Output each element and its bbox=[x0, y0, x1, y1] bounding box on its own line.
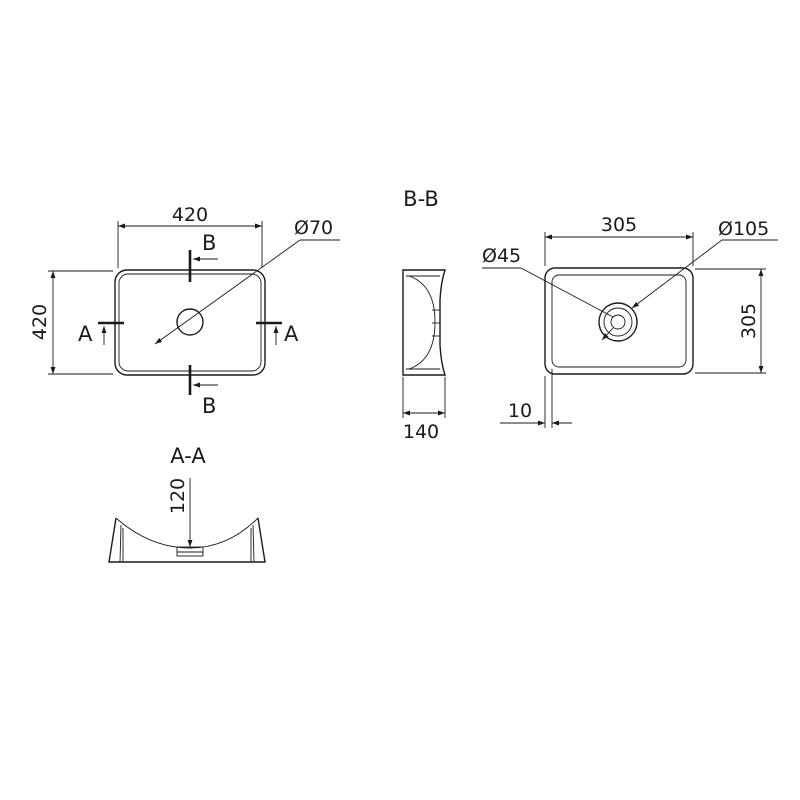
section-b-bottom-label: B bbox=[202, 394, 216, 418]
width-dim-label: 420 bbox=[172, 204, 208, 226]
section-bb-title: B-B bbox=[403, 187, 439, 211]
section-bb-height-label: 140 bbox=[403, 421, 439, 443]
section-aa-bowl-curve bbox=[115, 517, 259, 563]
section-aa-outer-profile bbox=[108, 517, 266, 563]
outer-drain-leader bbox=[631, 239, 723, 309]
inner-drain-outer bbox=[598, 302, 638, 342]
drain-circle bbox=[176, 308, 204, 336]
inner-view: 305 305 Ø105 Ø45 10 bbox=[482, 214, 778, 428]
section-aa-title: A-A bbox=[170, 444, 206, 468]
section-bb-outer-profile bbox=[402, 269, 446, 376]
section-aa-view: A-A 120 bbox=[108, 444, 266, 563]
inner-drain-ring bbox=[603, 307, 633, 337]
top-view: Ø70 420 420 A A B B bbox=[29, 204, 340, 418]
section-bb-bowl-curve bbox=[406, 275, 440, 370]
section-bb-view: B-B 140 bbox=[402, 187, 446, 443]
section-b-top-label: B bbox=[202, 231, 216, 255]
inner-outer-outline bbox=[544, 267, 694, 375]
depth-dim-label: 420 bbox=[29, 304, 51, 340]
section-aa-height-label: 120 bbox=[167, 478, 189, 514]
inner-drain-label: Ø45 bbox=[482, 245, 521, 267]
drain-dim-label: Ø70 bbox=[294, 217, 333, 239]
outer-drain-label: Ø105 bbox=[718, 218, 769, 240]
section-a-left-label: A bbox=[78, 322, 93, 346]
inner-width-label: 305 bbox=[601, 214, 637, 236]
basin-outer-outline bbox=[114, 269, 266, 376]
wall-dim-label: 10 bbox=[508, 400, 532, 422]
basin-inner-outline bbox=[118, 273, 262, 372]
drain-leader bbox=[154, 239, 301, 345]
section-a-right-label: A bbox=[284, 322, 299, 346]
inner-drain-inner bbox=[610, 314, 626, 330]
inner-drain-leader bbox=[520, 267, 614, 318]
inner-depth-label: 305 bbox=[738, 303, 760, 339]
inner-inner-outline bbox=[551, 274, 687, 368]
